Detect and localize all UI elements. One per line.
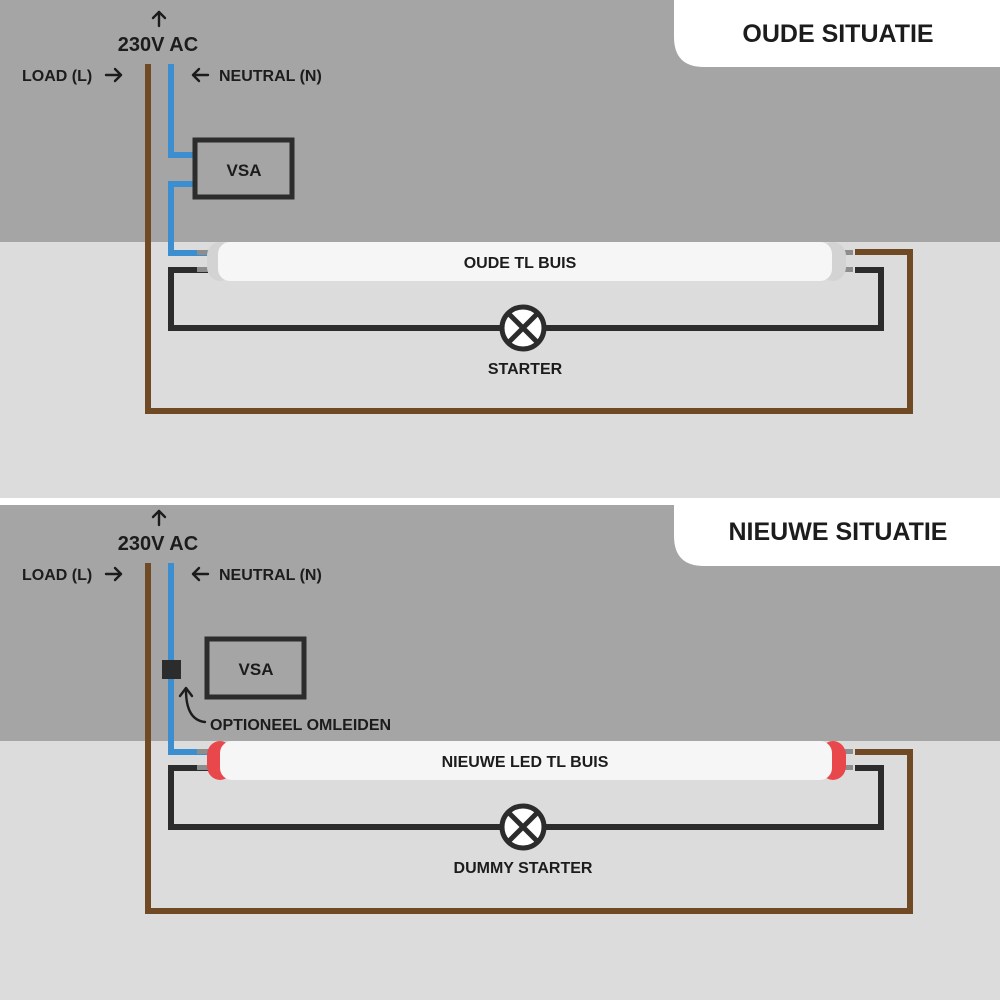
panel-new-situation: NIEUWE SITUATIE 230V AC LOAD (L) NEUTRAL… [0, 505, 1000, 1000]
load-label: LOAD (L) [22, 68, 92, 85]
dummy-starter-label: DUMMY STARTER [454, 860, 593, 877]
ballast-to-tube-wire [168, 181, 208, 256]
load-arrow-right-icon [104, 566, 123, 582]
ballast-box [192, 137, 295, 200]
neutral-wire [168, 563, 208, 755]
supply-voltage-label: 230V AC [118, 34, 198, 56]
neutral-label: NEUTRAL (N) [219, 68, 322, 85]
ballast-label: VSA [239, 660, 274, 679]
panel-old-situation: OUDE SITUATIE 230V AC LOAD (L) NEUTRAL (… [0, 0, 1000, 498]
load-label: LOAD (L) [22, 567, 92, 584]
neutral-arrow-left-icon [191, 566, 210, 582]
top-light-band [0, 242, 1000, 498]
supply-arrow-up-icon [151, 10, 167, 28]
fluorescent-tube [197, 242, 853, 281]
neutral-arrow-left-icon [191, 67, 210, 83]
tube-label: OUDE TL BUIS [464, 255, 577, 272]
banner-old-situation [674, 0, 1000, 67]
neutral-wire [168, 64, 195, 158]
supply-arrow-up-icon [151, 509, 167, 527]
led-tube-label: NIEUWE LED TL BUIS [442, 754, 609, 771]
ballast-label: VSA [227, 161, 262, 180]
neutral-label: NEUTRAL (N) [219, 567, 322, 584]
banner-new-situation-text: NIEUWE SITUATIE [729, 518, 948, 546]
panel-divider [0, 498, 1000, 505]
bypass-junction [162, 660, 181, 679]
load-arrow-right-icon [104, 67, 123, 83]
led-tube [197, 741, 853, 780]
load-wire [145, 563, 913, 914]
led-tube-body [220, 741, 832, 780]
tube-body [218, 242, 832, 281]
bypass-label: OPTIONEEL OMLEIDEN [210, 717, 391, 734]
ballast-box [204, 636, 307, 700]
starter-lamp-icon [499, 304, 547, 352]
bypass-curved-arrow-icon [178, 686, 207, 724]
banner-new-situation [674, 505, 1000, 566]
load-wire [145, 64, 913, 414]
supply-voltage-label: 230V AC [118, 533, 198, 555]
dummy-starter-lamp-icon [499, 803, 547, 851]
starter-label: STARTER [488, 361, 563, 378]
bottom-light-band [0, 741, 1000, 1000]
banner-old-situation-text: OUDE SITUATIE [742, 20, 933, 48]
